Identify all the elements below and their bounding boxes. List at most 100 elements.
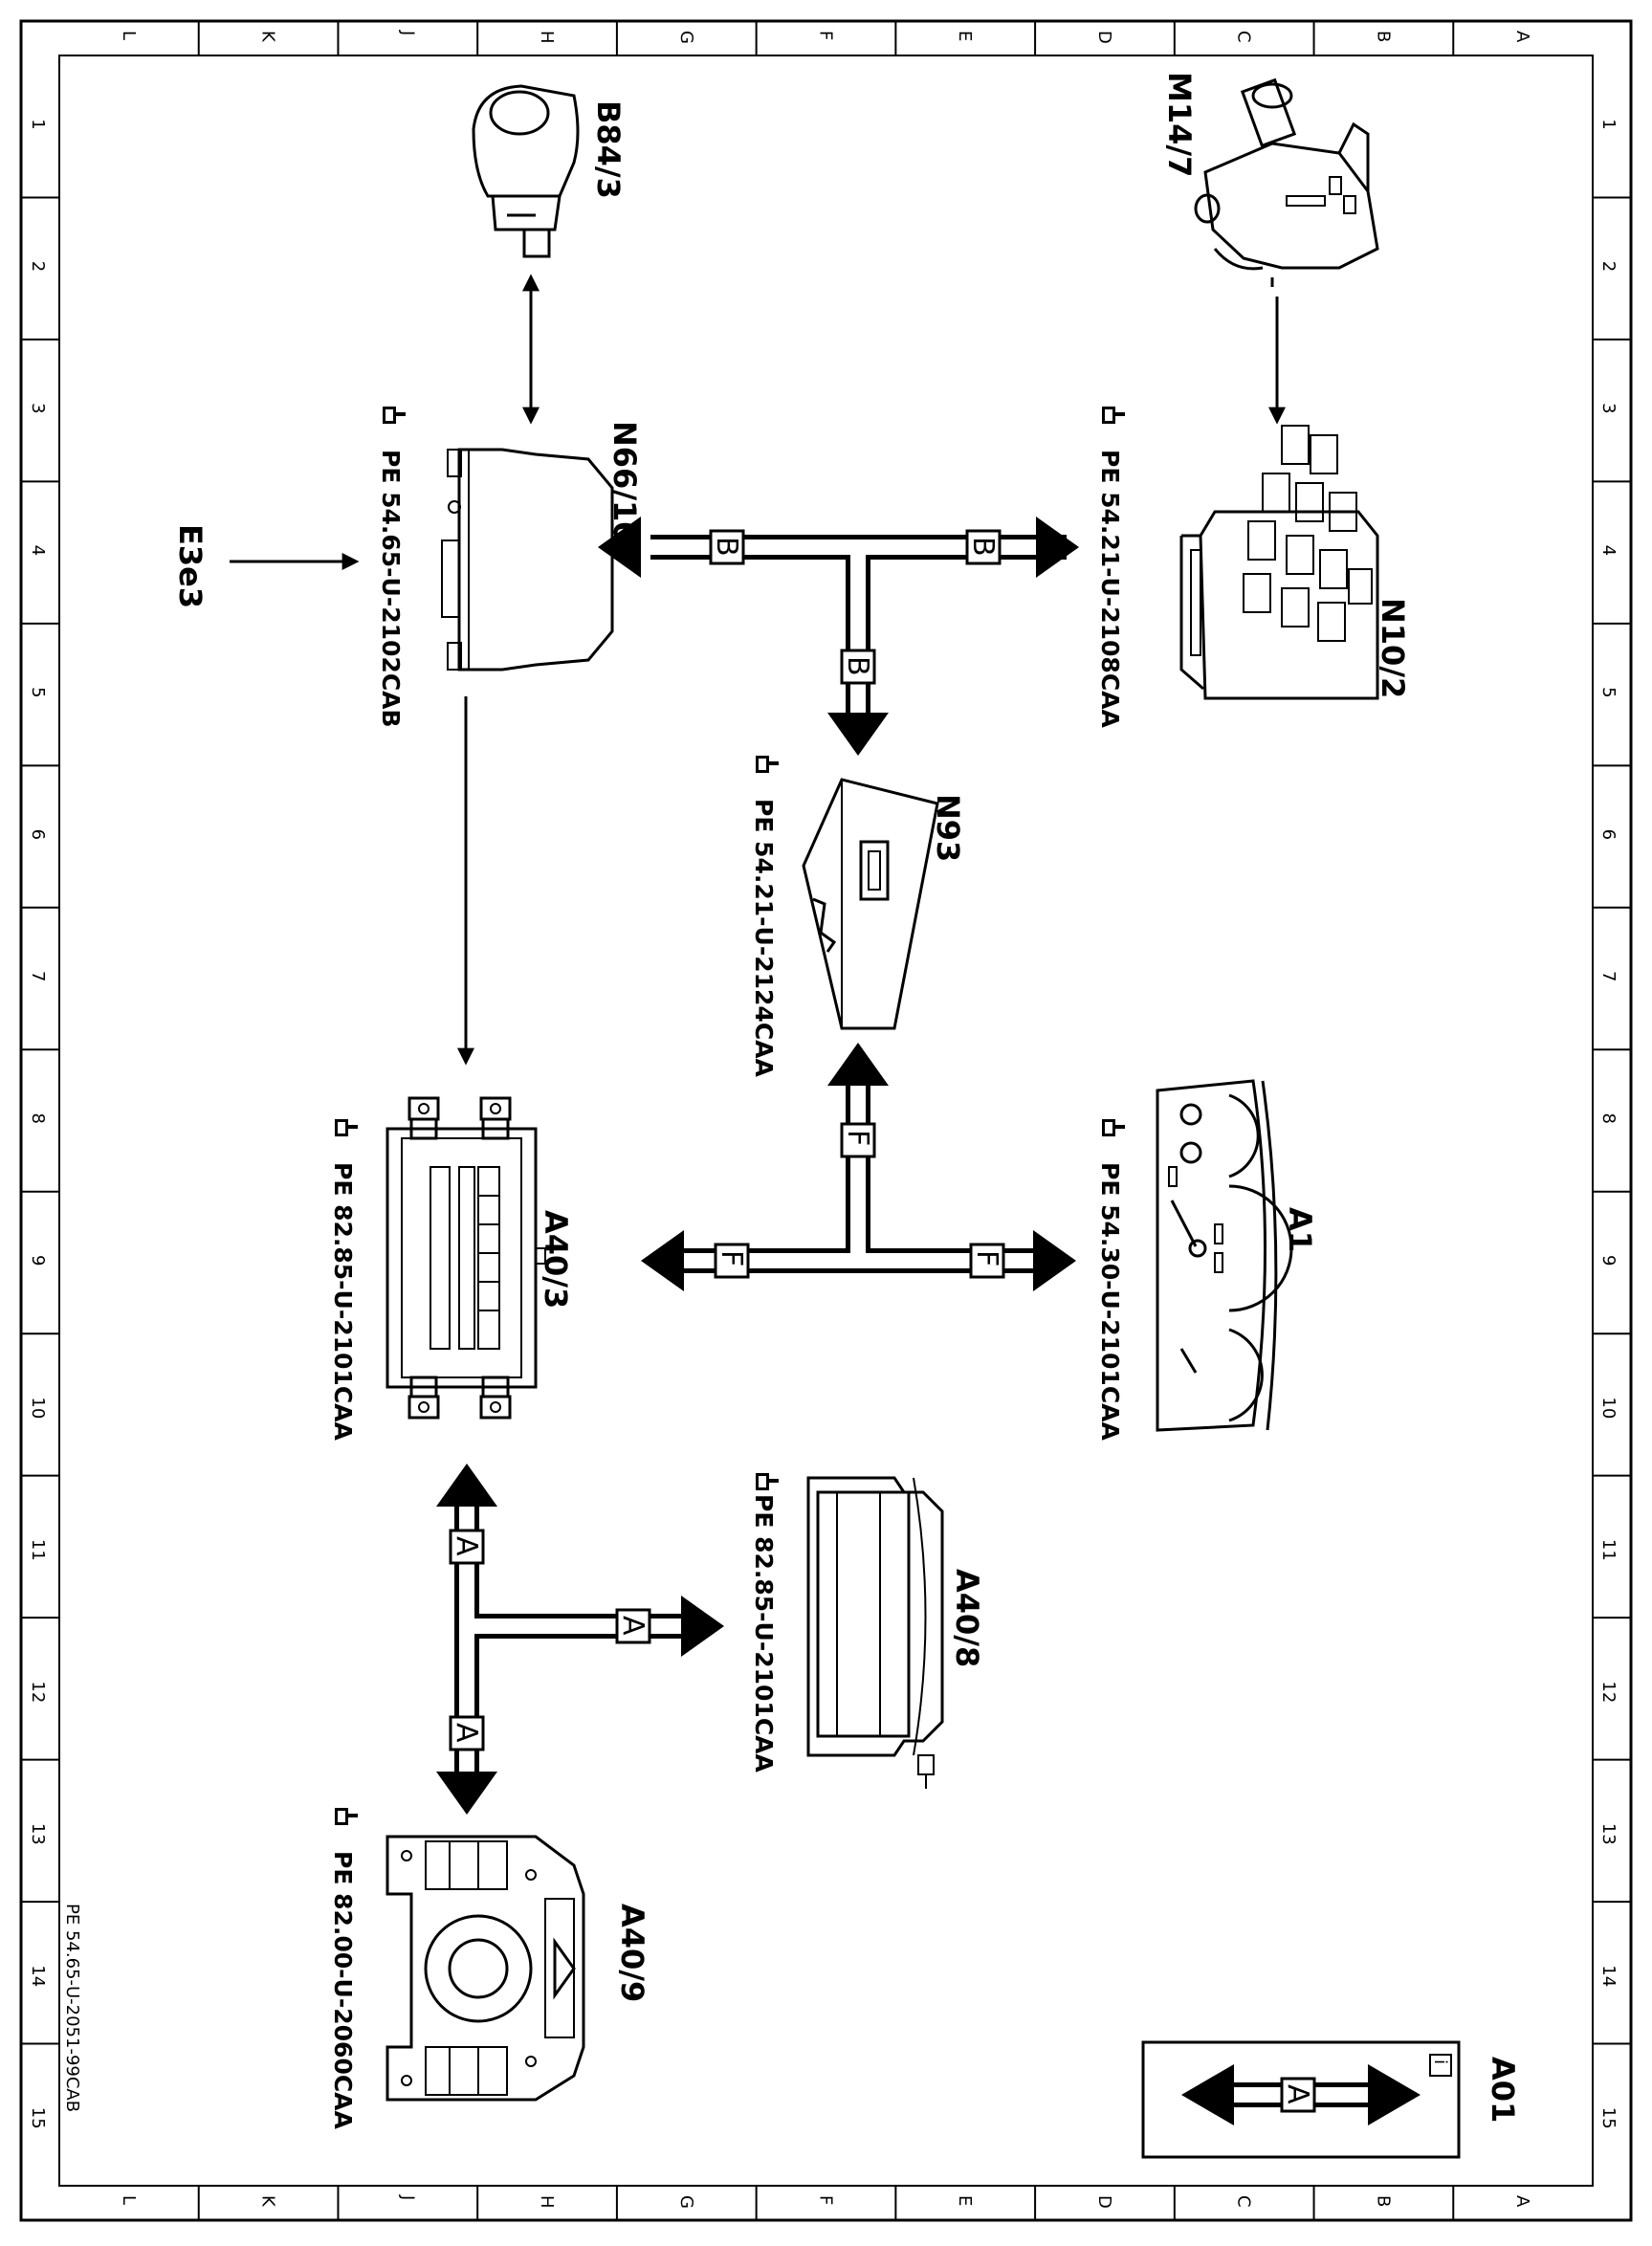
- n93-ref-icon: [756, 756, 779, 773]
- grid-number-right: 13: [1598, 1823, 1619, 1845]
- a40-3-label: A40/3: [538, 1210, 574, 1309]
- grid-letter-bottom: B: [1373, 2195, 1393, 2207]
- grid-number-right: 9: [1598, 1255, 1619, 1266]
- grid-letter-top: H: [537, 31, 557, 44]
- a40-8-component: [806, 1476, 944, 1789]
- bus-f-tag-right: F: [969, 1243, 1005, 1279]
- grid-number-left: 10: [28, 1397, 48, 1419]
- drawing-frame: [19, 19, 1633, 2222]
- bus-f-tag-left: F: [714, 1243, 750, 1279]
- grid-number-left: 2: [28, 261, 48, 272]
- grid-letter-bottom: F: [816, 2195, 836, 2205]
- a40-9-ref-icon: [335, 1808, 358, 1825]
- a40-8-label: A40/8: [949, 1569, 985, 1667]
- svg-text:B: B: [710, 537, 743, 557]
- grid-number-left: 3: [28, 403, 48, 413]
- grid-letter-top: F: [816, 31, 836, 40]
- bus-f-tag-up: F: [840, 1122, 876, 1158]
- grid-number-left: 7: [28, 971, 48, 981]
- grid-letter-bottom: H: [537, 2195, 557, 2209]
- bus-a-tag-down: A: [449, 1715, 485, 1751]
- grid-number-left: 14: [28, 1965, 48, 1987]
- n93-component: [802, 778, 939, 1030]
- b84-3-component: [472, 84, 580, 258]
- grid-number-right: 6: [1598, 829, 1619, 840]
- grid-number-right: 10: [1598, 1397, 1619, 1419]
- legend-bus-label: A: [1281, 2084, 1314, 2104]
- b84-3-label: B84/3: [590, 100, 627, 199]
- grid-letter-bottom: K: [258, 2195, 278, 2208]
- drawing-reference: PE 54.65-U-2051-99CAB: [62, 1904, 82, 2112]
- svg-text:B: B: [966, 537, 1000, 557]
- grid-letter-top: B: [1373, 31, 1393, 42]
- info-icon: i: [1430, 2059, 1450, 2064]
- grid-number-right: 4: [1598, 545, 1619, 556]
- a1-ref-icon: [1102, 1119, 1125, 1136]
- a1-component: [1156, 1079, 1293, 1432]
- grid-letter-top: K: [258, 31, 278, 43]
- n93-ref: PE 54.21-U-2124CAA: [750, 799, 778, 1078]
- svg-text:F: F: [970, 1250, 1003, 1266]
- bus-a-tag-right: A: [615, 1608, 651, 1644]
- bus-b-lines: [598, 517, 1079, 756]
- n93-label: N93: [930, 794, 966, 862]
- bus-a-lines: [436, 1464, 724, 1815]
- legend-box: A i: [1141, 2040, 1461, 2159]
- grid-letter-top: A: [1512, 31, 1532, 43]
- grid-letter-top: D: [1094, 31, 1114, 44]
- a40-3-ref-icon: [335, 1119, 358, 1136]
- svg-text:F: F: [715, 1250, 748, 1266]
- bus-f-lines: [641, 1043, 1076, 1291]
- grid-number-right: 7: [1598, 971, 1619, 981]
- grid-letter-top: E: [955, 31, 975, 41]
- grid-letter-top: J: [397, 30, 417, 35]
- grid-number-left: 11: [28, 1539, 48, 1561]
- n10-2-component: [1179, 425, 1379, 700]
- grid-letter-top: G: [676, 31, 696, 44]
- grid-number-left: 9: [28, 1255, 48, 1266]
- grid-number-left: 1: [28, 119, 48, 129]
- grid-letter-bottom: A: [1512, 2195, 1532, 2208]
- bus-b-tag-right: B: [965, 529, 1002, 565]
- svg-text:A: A: [450, 1536, 483, 1556]
- e3e3-label: E3e3: [172, 524, 209, 608]
- grid-number-right: 2: [1598, 261, 1619, 272]
- grid-letter-bottom: J: [397, 2194, 417, 2200]
- bus-b-tag-down: B: [840, 649, 876, 685]
- grid-letter-bottom: C: [1234, 2195, 1254, 2208]
- grid-letter-bottom: L: [119, 2195, 139, 2205]
- grid-number-right: 14: [1598, 1965, 1619, 1987]
- a40-8-ref: PE 82.85-U-2101CAA: [750, 1494, 778, 1773]
- a40-9-component: [385, 1835, 585, 2102]
- grid-letter-top: L: [119, 31, 139, 40]
- grid-number-left: 8: [28, 1113, 48, 1124]
- m14-7-label: M14/7: [1161, 72, 1198, 177]
- grid-number-left: 5: [28, 687, 48, 697]
- grid-number-left: 13: [28, 1823, 48, 1845]
- a1-label: A1: [1282, 1207, 1318, 1252]
- grid-letter-bottom: D: [1094, 2195, 1114, 2209]
- n10-2-label: N10/2: [1375, 598, 1411, 698]
- grid-number-left: 12: [28, 1681, 48, 1703]
- a40-9-ref: PE 82.00-U-2060CAA: [329, 1851, 357, 2130]
- grid-letter-top: C: [1234, 31, 1254, 43]
- grid-number-right: 11: [1598, 1539, 1619, 1561]
- grid-number-left: 6: [28, 829, 48, 840]
- grid-number-right: 12: [1598, 1681, 1619, 1703]
- a1-ref: PE 54.30-U-2101CAA: [1096, 1162, 1124, 1442]
- a40-9-label: A40/9: [614, 1904, 650, 2002]
- grid-number-left: 15: [28, 2107, 48, 2129]
- m14-7-component: [1194, 77, 1379, 287]
- grid-number-right: 8: [1598, 1113, 1619, 1124]
- grid-letter-bottom: E: [955, 2195, 975, 2206]
- svg-text:A: A: [450, 1723, 483, 1743]
- grid-number-right: 3: [1598, 403, 1619, 413]
- n66-10-ref: PE 54.65-U-2102CAB: [377, 450, 405, 728]
- n66-10-ref-icon: [383, 407, 406, 424]
- n10-2-ref: PE 54.21-U-2108CAA: [1096, 450, 1124, 729]
- bus-b-tag-left: B: [709, 529, 745, 565]
- grid-number-right: 5: [1598, 687, 1619, 697]
- a40-3-ref: PE 82.85-U-2101CAA: [329, 1162, 357, 1442]
